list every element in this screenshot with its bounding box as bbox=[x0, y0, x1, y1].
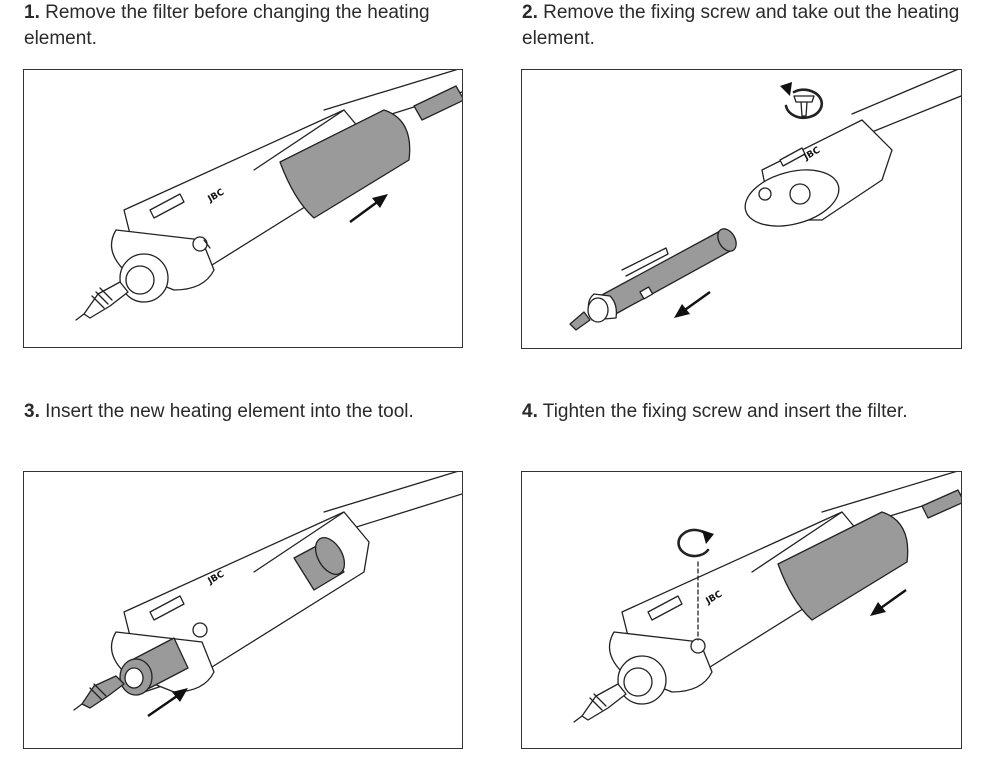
step-3-illustration: JBC bbox=[23, 471, 463, 749]
step-number: 3. bbox=[24, 401, 40, 422]
step-number: 4. bbox=[522, 401, 538, 422]
remove-direction-arrow bbox=[681, 291, 711, 313]
step-number: 1. bbox=[24, 2, 40, 23]
step-number: 2. bbox=[522, 2, 538, 23]
insert-direction-arrow bbox=[877, 589, 907, 611]
counterclockwise-rotate-icon bbox=[780, 82, 824, 120]
step-text: Remove the fixing screw and take out the… bbox=[522, 2, 960, 49]
step-2-illustration: JBC bbox=[521, 69, 962, 349]
clockwise-rotate-icon bbox=[677, 528, 714, 558]
step-text: Tighten the fixing screw and insert the … bbox=[542, 401, 908, 422]
step-1-instruction: 1. Remove the filter before changing the… bbox=[24, 0, 464, 52]
step-text: Remove the filter before changing the he… bbox=[24, 2, 430, 49]
insert-direction-arrow bbox=[349, 199, 381, 223]
step-4-instruction: 4. Tighten the fixing screw and insert t… bbox=[522, 399, 962, 425]
insert-direction-arrow bbox=[147, 693, 181, 717]
screw-icon bbox=[793, 95, 815, 117]
step-text: Insert the new heating element into the … bbox=[45, 401, 414, 422]
step-1-illustration: JBC bbox=[23, 69, 463, 348]
step-3-instruction: 3. Insert the new heating element into t… bbox=[24, 399, 464, 425]
step-4-illustration: JBC bbox=[521, 471, 962, 749]
step-2-instruction: 2. Remove the fixing screw and take out … bbox=[522, 0, 962, 52]
